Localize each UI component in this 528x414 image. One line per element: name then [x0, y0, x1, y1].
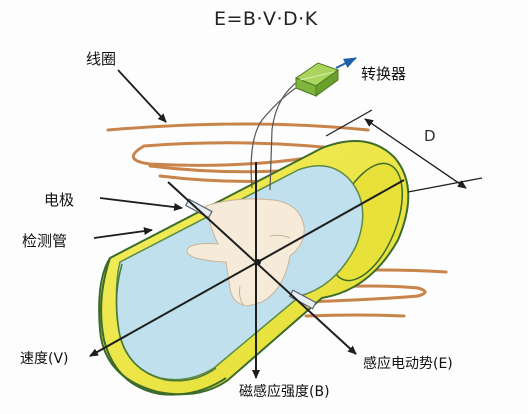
coil-label: 线圈	[86, 50, 117, 68]
label-leaders	[93, 69, 183, 239]
electrode-label: 电极	[44, 191, 75, 209]
diameter-label: D	[424, 127, 436, 145]
coil-leader	[117, 69, 167, 123]
diameter-dimension	[325, 109, 483, 193]
electrode-leader	[99, 197, 183, 212]
measuring-tube-label: 检测管	[22, 232, 68, 250]
axis-lines	[89, 162, 405, 379]
velocity-axis	[89, 179, 405, 357]
induced-emf-label: 感应电动势(E)	[363, 356, 453, 372]
magnetic-induction-label: 磁感应强度(B)	[239, 384, 330, 400]
converter-arrow	[335, 57, 357, 69]
emf-axis	[167, 181, 357, 355]
velocity-label: 速度(V)	[20, 351, 69, 367]
converter-label: 转换器	[361, 65, 407, 83]
axis-center	[255, 259, 261, 265]
tube-leader	[93, 227, 153, 239]
formula: E=B·V·D·K	[214, 8, 318, 30]
converter-box-icon	[294, 62, 340, 97]
